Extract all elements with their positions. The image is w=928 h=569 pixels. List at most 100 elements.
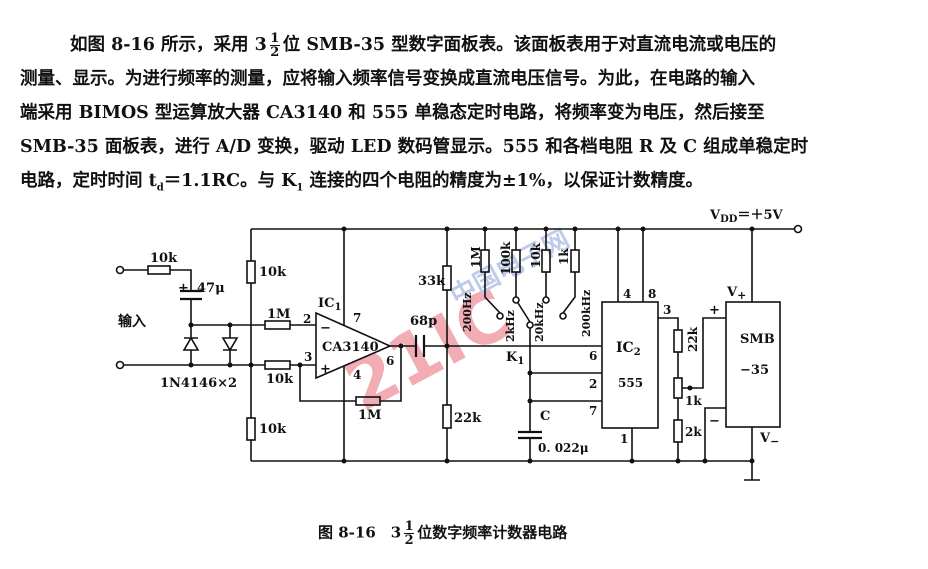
resistor-1m-range: [480, 249, 490, 273]
capacitor-c: [518, 430, 542, 440]
label: −: [709, 414, 720, 429]
text: 图 8-16 3: [318, 523, 402, 542]
resistor-1m-feedback: [355, 396, 381, 406]
label: 22k: [686, 326, 700, 352]
label: 2k: [685, 425, 702, 439]
resistor-10k-plus: [264, 360, 291, 370]
label: 6: [589, 349, 597, 363]
resistor-1m-minus: [264, 320, 291, 330]
diode-1: [182, 336, 200, 351]
frac-num: 1: [404, 519, 414, 534]
switch-label: K1: [506, 350, 524, 367]
resistor-1k-range: [570, 249, 580, 273]
v-plus-label: V+: [726, 285, 746, 302]
label: 10k: [266, 372, 294, 387]
resistor-2k-out: [673, 419, 683, 443]
ic2-label: IC2: [616, 340, 641, 358]
resistor-100k-range: [511, 249, 521, 273]
resistor-10k-top: [246, 260, 256, 284]
resistor-22k-out: [673, 329, 683, 353]
paragraph-line-2: 测量、显示。为进行频率的测量，应将输入频率信号变换成直流电压信号。为此，在电路的…: [20, 69, 755, 89]
label: 7: [353, 311, 361, 325]
label: 10k: [259, 422, 287, 437]
label: 22k: [454, 411, 482, 426]
frac-den: 2: [404, 533, 414, 548]
paragraph-line-3: 端采用 BIMOS 型运算放大器 CA3140 和 555 单稳态定时电路，将频…: [20, 103, 765, 123]
ic2-555: [601, 301, 659, 429]
label: 1M: [469, 246, 483, 268]
input-label: 输入: [118, 313, 146, 330]
text: 电路，定时时间 t: [20, 171, 157, 191]
label: 200kHz: [580, 290, 593, 337]
label: 1M: [358, 408, 381, 423]
label: CA3140: [322, 340, 379, 355]
label: 2: [589, 377, 597, 391]
capacitor-47u: [180, 289, 202, 301]
label: 4: [623, 287, 631, 301]
resistor-10k-bottom: [246, 417, 256, 441]
subscript: 1: [296, 182, 304, 194]
text: 位 SMB-35 型数字面板表。该面板表用于对直流电流或电压的: [282, 35, 777, 55]
label: 200Hz: [461, 292, 474, 332]
resistor-22k: [442, 404, 452, 429]
label: 1k: [685, 394, 702, 408]
text: ＝1.1RC。与 K: [163, 171, 297, 191]
label: 100k: [499, 241, 513, 275]
text: 位数字频率计数器电路: [417, 523, 568, 542]
label: 10k: [529, 242, 543, 268]
paragraph-line-4: SMB-35 面板表，进行 A/D 变换，驱动 LED 数码管显示。555 和各…: [20, 137, 809, 157]
label: 47μ: [197, 281, 225, 296]
smb-35-meter: [725, 301, 781, 428]
label: SMB: [740, 332, 775, 347]
label: 2: [303, 312, 311, 326]
label: 6: [386, 354, 394, 368]
resistor-10k-range: [541, 249, 551, 273]
label: 4: [353, 368, 361, 382]
label: 8: [648, 287, 656, 301]
label: 68p: [410, 314, 437, 329]
label: 1k: [557, 248, 571, 265]
diode-2: [221, 337, 239, 352]
label: +: [709, 303, 720, 318]
label: 10k: [150, 251, 178, 266]
label: 1N4146×2: [160, 376, 237, 391]
label: 1M: [267, 307, 290, 322]
label: 2kHz: [504, 310, 517, 342]
frac-den: 2: [270, 45, 280, 60]
ground-symbol: [744, 461, 760, 481]
capacitor-68p: [414, 335, 426, 357]
potentiometer-1k: [673, 377, 683, 399]
label: 10k: [259, 265, 287, 280]
label: C: [540, 409, 550, 424]
label: +: [320, 362, 331, 377]
text: 连接的四个电阻的精度为±1%，以保证计数精度。: [303, 171, 703, 191]
frac-num: 1: [270, 31, 280, 46]
subscript: d: [156, 182, 164, 194]
vdd-label: VDD＝＋5V: [709, 208, 783, 225]
text: 如图 8-16 所示，采用 3: [70, 35, 267, 55]
v-minus-label: V−: [759, 431, 779, 448]
input-terminal-2: [115, 360, 125, 370]
label: 3: [663, 303, 671, 317]
label: 3: [304, 350, 312, 364]
label: 7: [589, 404, 597, 418]
label: +: [178, 281, 189, 296]
label: −: [320, 321, 331, 336]
label: 33k: [418, 274, 446, 289]
label: −35: [740, 363, 769, 378]
vdd-terminal: [793, 224, 803, 234]
resistor-10k-in: [147, 265, 171, 275]
label: 555: [618, 376, 643, 390]
label: 20kHz: [533, 302, 546, 342]
label: 1: [620, 432, 628, 446]
label: 0. 022μ: [538, 441, 589, 455]
paragraph-line-5: 电路，定时时间 td＝1.1RC。与 K1 连接的四个电阻的精度为±1%，以保证…: [20, 164, 910, 198]
input-terminal-1: [115, 265, 125, 275]
opamp-ca3140: [315, 311, 392, 380]
